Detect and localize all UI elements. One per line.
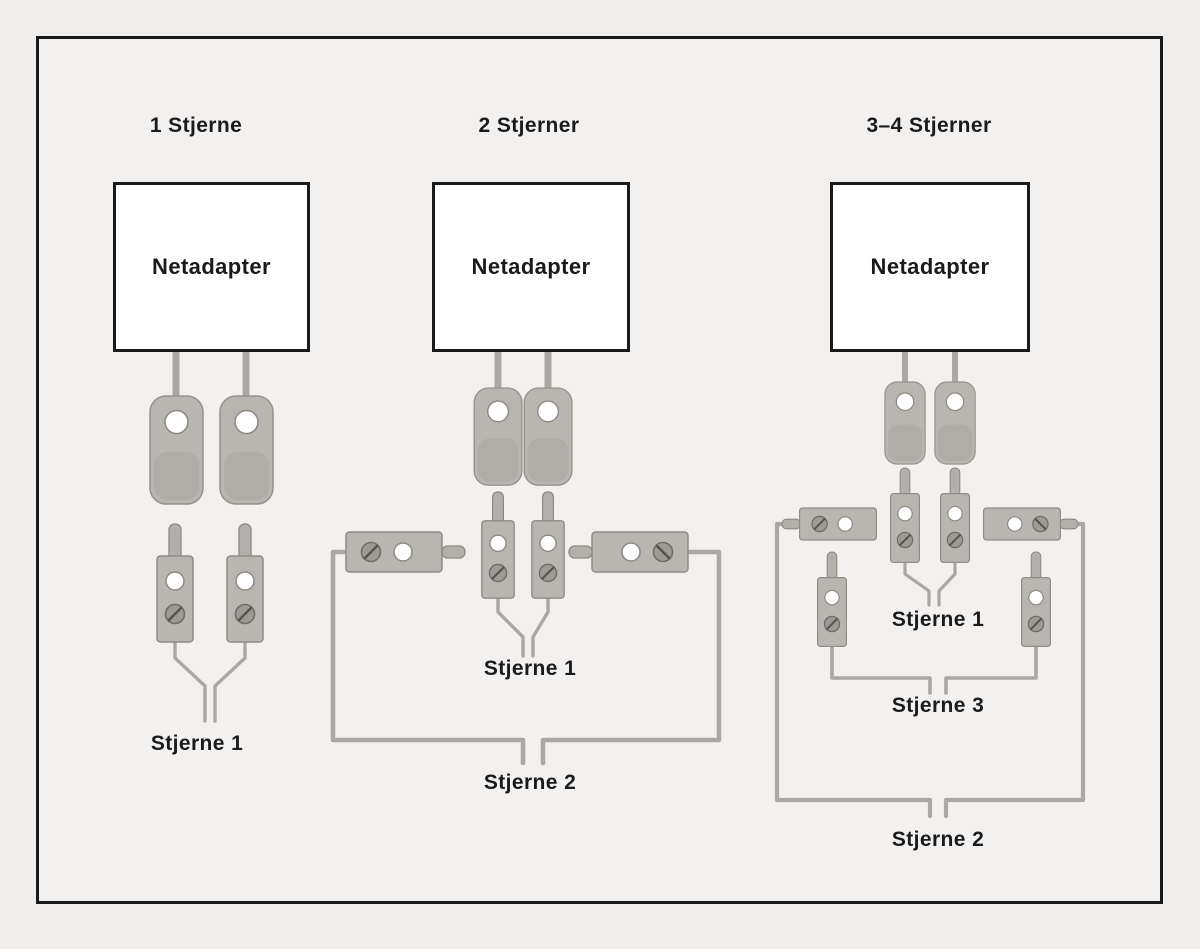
- column-heading: 1 Stjerne: [149, 114, 243, 137]
- star-label: Stjerne 3: [891, 694, 985, 717]
- netadapter-box: Netadapter: [830, 182, 1030, 352]
- diagram-frame: [36, 36, 1163, 904]
- star-label: Stjerne 1: [150, 732, 244, 755]
- star-label: Stjerne 2: [891, 828, 985, 851]
- netadapter-label: Netadapter: [152, 254, 271, 279]
- star-label: Stjerne 1: [483, 657, 577, 680]
- netadapter-label: Netadapter: [870, 254, 990, 279]
- column-heading: 2 Stjerner: [478, 114, 580, 137]
- star-label: Stjerne 1: [891, 608, 985, 631]
- netadapter-label: Netadapter: [471, 254, 591, 279]
- star-label: Stjerne 2: [483, 771, 577, 794]
- column-heading: 3–4 Stjerner: [866, 114, 992, 137]
- netadapter-box: Netadapter: [113, 182, 310, 352]
- netadapter-box: Netadapter: [432, 182, 630, 352]
